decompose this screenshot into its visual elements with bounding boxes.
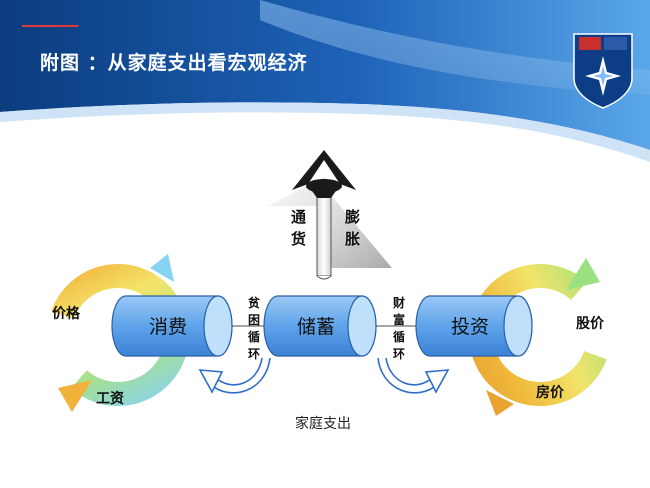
diagram-caption: 家庭支出 — [295, 415, 351, 432]
header-edge — [0, 102, 650, 162]
left-cycle-bottom-label: 工资 — [96, 390, 124, 407]
slide-title: 附图 ：从家庭支出看宏观经济 — [40, 52, 308, 74]
left-cycle-top-label: 价格 — [52, 305, 81, 322]
wealth-loop-char-3: 循 — [393, 329, 405, 344]
compass-star-shield-icon — [573, 33, 633, 109]
wealth-loop-char-1: 财 — [392, 295, 405, 310]
poverty-loop-char-1: 贫 — [248, 295, 261, 310]
poverty-loop-char-2: 困 — [248, 313, 260, 327]
arrow-right-char-2: 胀 — [345, 230, 360, 248]
wealth-loop-char-4: 环 — [393, 347, 405, 361]
right-return-arrow — [377, 357, 450, 394]
right-cycle-top-label: 股价 — [576, 316, 605, 332]
cylinder-investment-label: 投资 — [451, 316, 489, 338]
header-band — [0, 0, 650, 150]
wealth-loop-char-2: 富 — [393, 312, 405, 327]
cylinder-savings — [263, 295, 377, 357]
arrow-left-char-2: 货 — [291, 230, 306, 248]
cylinder-consumption-label: 消费 — [149, 316, 187, 338]
poverty-loop-char-4: 环 — [248, 347, 260, 361]
cylinder-investment — [415, 295, 533, 357]
cylinder-consumption — [111, 295, 233, 357]
cylinder-savings-label: 储蓄 — [297, 316, 335, 338]
arrow-left-char-1: 通 — [291, 208, 306, 226]
poverty-loop-char-3: 循 — [248, 329, 260, 344]
arrow-right-char-1: 膨 — [345, 208, 360, 226]
left-return-arrow — [198, 357, 271, 394]
header-swoosh — [260, 0, 650, 95]
right-cycle-bottom-label: 房价 — [536, 384, 565, 401]
inflation-arrow — [268, 150, 392, 280]
